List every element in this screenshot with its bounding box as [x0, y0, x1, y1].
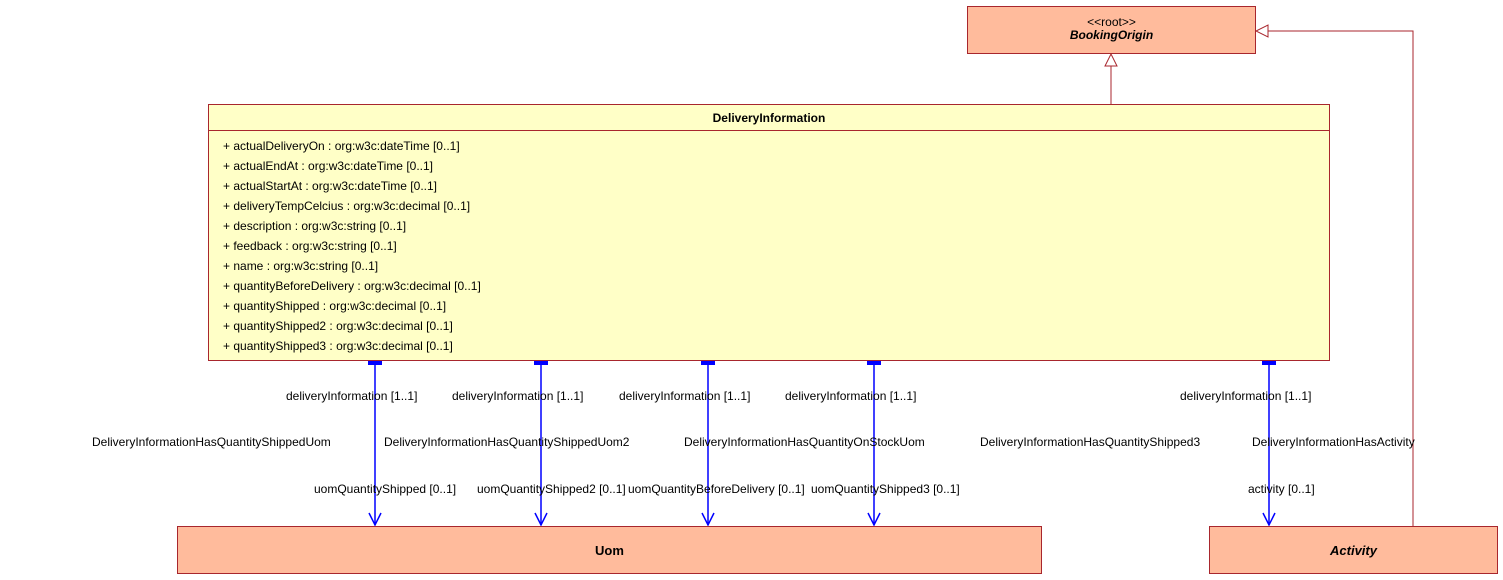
source-role-label: deliveryInformation [1..1]	[785, 389, 917, 403]
association-name-label: DeliveryInformationHasQuantityShipped3	[980, 435, 1201, 449]
target-role-label: uomQuantityShipped [0..1]	[314, 482, 457, 496]
class-name: DeliveryInformation	[209, 105, 1329, 131]
class-name: Uom	[595, 542, 624, 558]
source-role-label: deliveryInformation [1..1]	[1180, 389, 1312, 403]
attribute: + quantityShipped2 : org:w3c:decimal [0.…	[223, 319, 453, 333]
target-role-label: uomQuantityBeforeDelivery [0..1]	[628, 482, 805, 496]
attribute: + quantityShipped : org:w3c:decimal [0..…	[223, 299, 447, 313]
association-has-activity	[1262, 360, 1276, 527]
association-quantity-shipped3	[867, 360, 881, 527]
source-role-label: deliveryInformation [1..1]	[619, 389, 751, 403]
association-name-label: DeliveryInformationHasQuantityOnStockUom	[684, 435, 925, 449]
attribute: + actualEndAt : org:w3c:dateTime [0..1]	[223, 159, 433, 173]
class-activity[interactable]: Activity	[1209, 526, 1498, 574]
target-role-label: uomQuantityShipped2 [0..1]	[477, 482, 626, 496]
class-delivery-information[interactable]: DeliveryInformation + actualDeliveryOn :…	[208, 104, 1330, 361]
attribute: + quantityShipped3 : org:w3c:decimal [0.…	[223, 339, 453, 353]
class-uom[interactable]: Uom	[177, 526, 1042, 574]
association-quantity-shipped-uom2	[534, 360, 548, 527]
association-name-label: DeliveryInformationHasActivity	[1252, 435, 1415, 449]
attribute: + name : org:w3c:string [0..1]	[223, 259, 379, 273]
association-name-label: DeliveryInformationHasQuantityShippedUom	[92, 435, 331, 449]
attribute: + feedback : org:w3c:string [0..1]	[223, 239, 397, 253]
attribute-list: + actualDeliveryOn : org:w3c:dateTime [0…	[209, 131, 1329, 356]
class-name: BookingOrigin	[1069, 28, 1154, 42]
attribute: + description : org:w3c:string [0..1]	[223, 219, 407, 233]
stereotype-label: <<root>>	[1087, 15, 1136, 29]
class-booking-origin[interactable]: <<root>> BookingOrigin	[967, 6, 1256, 54]
association-quantity-on-stock-uom	[701, 360, 715, 527]
class-name: Activity	[1330, 542, 1377, 558]
source-role-label: deliveryInformation [1..1]	[452, 389, 584, 403]
association-name-label: DeliveryInformationHasQuantityShippedUom…	[384, 435, 630, 449]
source-role-label: deliveryInformation [1..1]	[286, 389, 418, 403]
attribute: + actualDeliveryOn : org:w3c:dateTime [0…	[223, 139, 460, 153]
attribute: + quantityBeforeDelivery : org:w3c:decim…	[223, 279, 481, 293]
generalization-deliveryinformation-bookingorigin	[1104, 52, 1118, 104]
attribute: + actualStartAt : org:w3c:dateTime [0..1…	[223, 179, 437, 193]
attribute: + deliveryTempCelcius : org:w3c:decimal …	[223, 199, 471, 213]
target-role-label: uomQuantityShipped3 [0..1]	[811, 482, 960, 496]
generalization-activity-bookingorigin	[1254, 24, 1414, 526]
association-quantity-shipped-uom	[368, 360, 382, 527]
target-role-label: activity [0..1]	[1248, 482, 1315, 496]
